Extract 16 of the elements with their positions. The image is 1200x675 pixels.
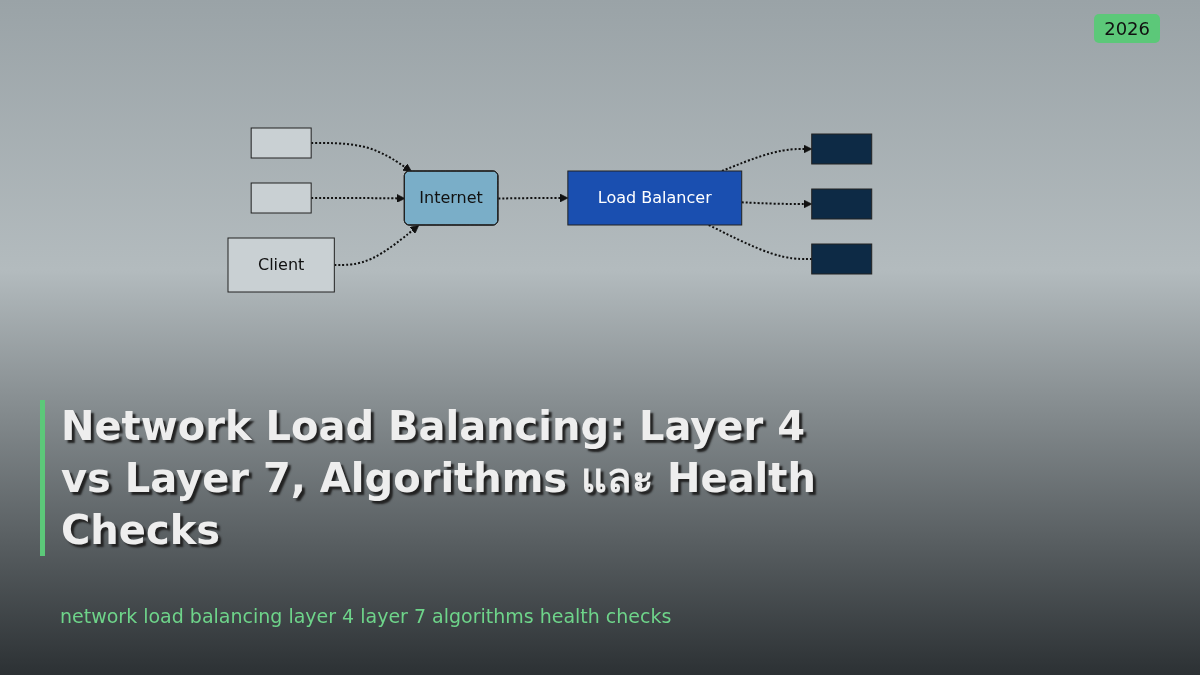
node-box: [811, 133, 873, 165]
node-box: [250, 182, 312, 214]
node-box: Load Balancer: [567, 170, 743, 226]
arrow: [740, 199, 813, 209]
caption: network load balancing layer 4 layer 7 algorithms health checks: [60, 605, 672, 627]
title: Network Load Balancing: Layer 4 vs Layer 7, Algorithms และ Health Checks: [61, 402, 817, 555]
arrow: [310, 142, 412, 172]
year-badge: 2026: [1094, 14, 1160, 43]
arrow: [333, 225, 420, 266]
node-box: [811, 188, 873, 220]
arrow: [497, 193, 569, 203]
node-box: Client: [227, 237, 335, 293]
node-box: [811, 243, 873, 275]
node-box: [250, 127, 312, 159]
arrow: [310, 194, 406, 203]
arrow: [721, 144, 813, 172]
